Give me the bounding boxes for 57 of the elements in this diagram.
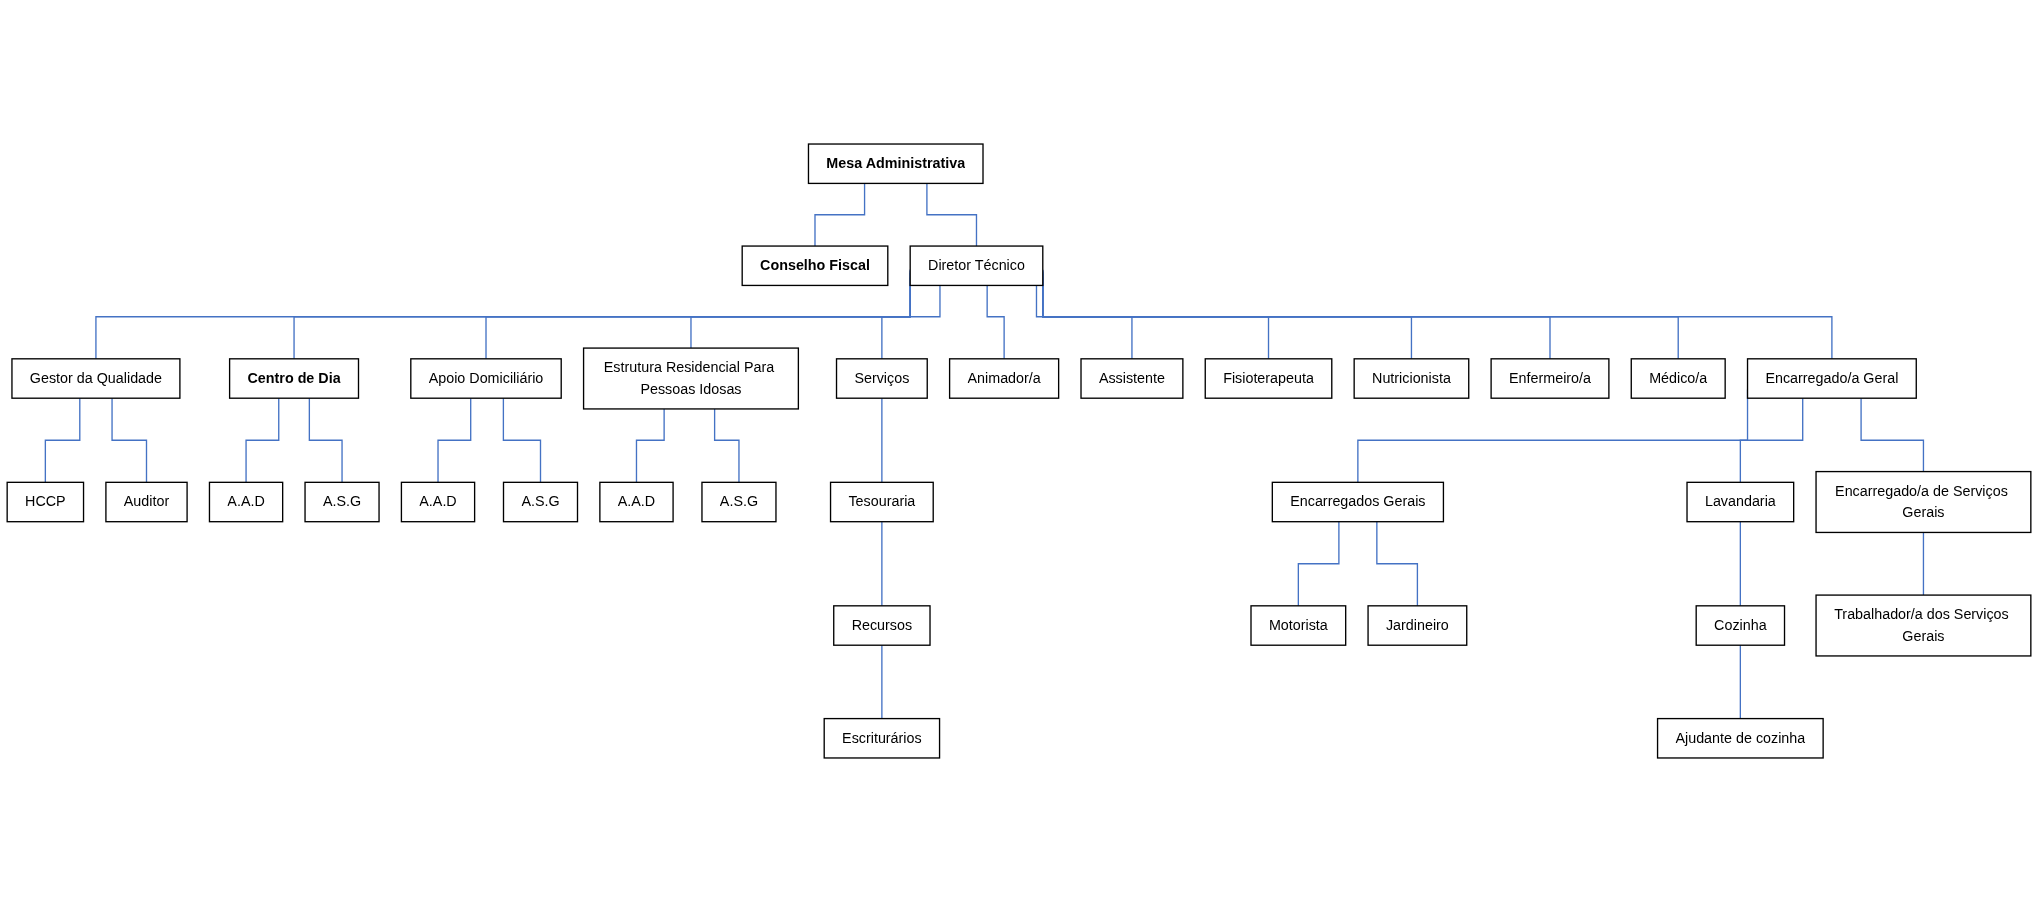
node-box: Médico/a — [1630, 358, 1726, 399]
node-box: Assistente — [1080, 358, 1184, 399]
connector — [1035, 284, 1133, 360]
connector — [986, 284, 1005, 360]
node-box: Encarregados Gerais — [1271, 481, 1445, 523]
node-box: A.A.D — [599, 481, 674, 523]
connector — [245, 397, 280, 483]
connector — [881, 284, 941, 360]
connector — [111, 397, 148, 483]
node-box: Centro de Dia — [228, 358, 360, 399]
node-box: Encarregado/a de Serviços Gerais — [1815, 470, 2032, 534]
connector — [881, 397, 883, 483]
node-box: Diretor Técnico — [909, 245, 1044, 287]
node-box: HCCP — [6, 481, 85, 523]
connector — [44, 397, 81, 483]
connector — [926, 182, 978, 247]
connector — [814, 182, 866, 247]
node-box: A.A.D — [400, 481, 476, 523]
node-box: Enfermeiro/a — [1490, 358, 1610, 399]
connector — [308, 397, 343, 483]
node-box: Apoio Domiciliário — [410, 358, 562, 399]
connector — [1739, 397, 1804, 483]
node-box: Serviços — [835, 358, 928, 399]
node-box: A.S.G — [502, 481, 579, 523]
node-box: Nutricionista — [1353, 358, 1470, 399]
connector — [1297, 521, 1340, 607]
node-box: Auditor — [105, 481, 188, 523]
node-box: Trabalhador/a dos Serviços Gerais — [1815, 594, 2032, 657]
connector — [1739, 521, 1741, 607]
connector — [1922, 531, 1925, 596]
node-box: A.A.D — [208, 481, 284, 523]
connector — [1739, 644, 1741, 720]
node-box: Conselho Fiscal — [741, 245, 889, 287]
node-box: Estrutura Residencial Para Pessoas Idosas — [582, 347, 800, 410]
connector — [502, 397, 542, 483]
connector — [713, 408, 740, 483]
connector — [881, 644, 883, 720]
connector — [881, 521, 883, 607]
node-box: Tesouraria — [829, 481, 934, 523]
node-box: Recursos — [833, 605, 931, 646]
connector — [437, 397, 472, 483]
connector — [1376, 521, 1419, 607]
node-box: Encarregado/a Geral — [1746, 358, 1917, 399]
node-box: Motorista — [1250, 605, 1347, 646]
node-box: A.S.G — [701, 481, 777, 523]
node-box: Gestor da Qualidade — [11, 358, 181, 399]
node-box: Cozinha — [1695, 605, 1786, 646]
node-box: Lavandaria — [1686, 481, 1795, 523]
node-box: A.S.G — [304, 481, 380, 523]
node-box: Ajudante de cozinha — [1656, 717, 1824, 759]
node-box: Escriturários — [823, 717, 941, 759]
connector — [1860, 397, 1925, 473]
node-box: Mesa Administrativa — [807, 143, 984, 185]
node-box: Jardineiro — [1367, 605, 1468, 646]
node-box: Fisioterapeuta — [1204, 358, 1333, 399]
node-box: Animador/a — [948, 358, 1060, 399]
connector — [635, 408, 665, 483]
